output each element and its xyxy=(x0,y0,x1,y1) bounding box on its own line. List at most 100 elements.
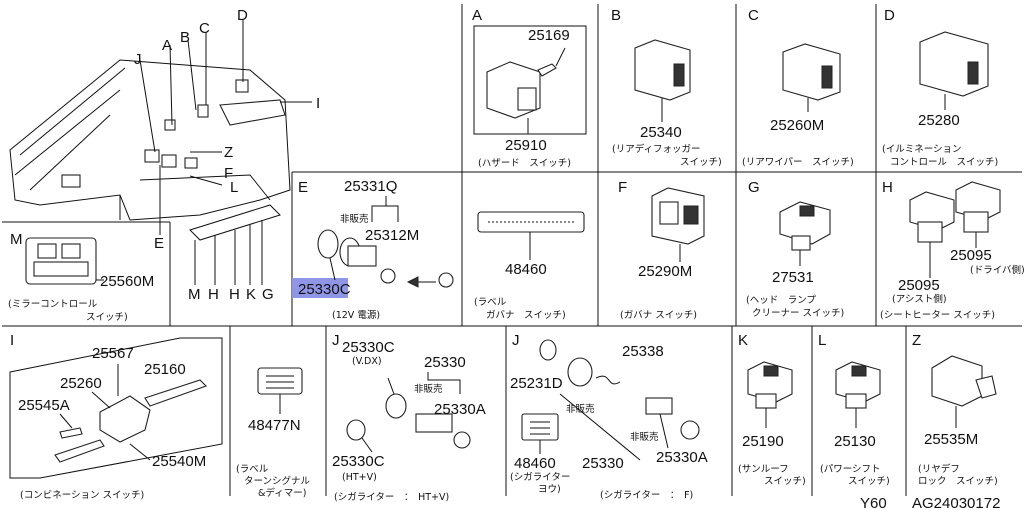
panel-g-headlamp-cleaner-switch: G 27531 (ヘッド ランプ クリーナー スイッチ) xyxy=(746,179,844,319)
panel-i-combination-switch: I 25567 25260 25160 25545A 25540M (コンビネー… xyxy=(9,332,223,501)
part-number: 25330A xyxy=(656,449,708,466)
part-number-highlighted: 25330C xyxy=(298,281,351,298)
part-caption: (ラベル xyxy=(236,464,269,475)
panel-m-mirror-control-switch: M 25560M (ミラーコントロール スイッチ) xyxy=(8,231,154,323)
part-number: 25340 xyxy=(640,124,682,141)
part-number: 25331Q xyxy=(344,178,397,195)
part-number: 25330 xyxy=(424,354,466,371)
part-sub-caption: (V.DX) xyxy=(352,356,382,367)
diagram-code: AG24030172 xyxy=(912,495,1000,510)
overview-letter-b: B xyxy=(180,29,190,46)
part-sub-caption: (HT+V) xyxy=(342,472,377,483)
part-caption: (シートヒーター スイッチ) xyxy=(880,310,995,321)
part-number: 25130 xyxy=(834,433,876,450)
part-caption: (サンルーフ xyxy=(738,464,789,475)
panel-c-rear-wiper-switch: C 25260M (リアワイパー スイッチ) xyxy=(742,7,854,168)
part-caption: (ハザード スイッチ) xyxy=(478,158,571,169)
part-sub-caption: (シガライター xyxy=(510,472,570,483)
part-number: 25330 xyxy=(582,455,624,472)
part-number: 25280 xyxy=(918,112,960,129)
part-number: 25190 xyxy=(742,433,784,450)
part-number: 25169 xyxy=(528,27,570,44)
not-for-sale-note: 非販売 xyxy=(414,383,443,395)
part-number: 25338 xyxy=(622,343,664,360)
overview-letter-d: D xyxy=(237,7,248,24)
panel-z-rear-diff-lock-switch: Z 25535M (リヤデフ ロック スイッチ) xyxy=(912,332,998,487)
overview-letter-j: J xyxy=(134,51,142,68)
overview-letter-c: C xyxy=(199,20,210,37)
part-caption: スイッチ) xyxy=(848,476,890,487)
part-number: 25330C xyxy=(332,453,385,470)
panel-d-illumination-control-switch: D 25280 (イルミネーション コントロール スイッチ) xyxy=(882,7,998,168)
part-caption: スイッチ) xyxy=(86,312,128,323)
part-number: 25095 xyxy=(950,247,992,264)
part-number: 25330C xyxy=(342,339,395,356)
part-caption: コントロール スイッチ) xyxy=(890,157,998,168)
panel-f-governor-switch: F 25290M (ガバナ スイッチ) xyxy=(618,179,705,321)
not-for-sale-note: 非販売 xyxy=(566,403,595,415)
panel-letter: K xyxy=(738,332,748,349)
part-caption: スイッチ) xyxy=(680,157,722,168)
part-number: 27531 xyxy=(772,269,814,286)
part-number: 25095 xyxy=(898,277,940,294)
part-caption: &ディマー) xyxy=(258,487,306,499)
part-caption: (ガバナ スイッチ) xyxy=(620,310,697,321)
part-number: 25567 xyxy=(92,345,134,362)
overview-letter-h1: H xyxy=(208,286,219,303)
model-code: Y60 xyxy=(860,495,887,510)
part-caption: ガバナ スイッチ) xyxy=(486,310,566,321)
overview-letter-e: E xyxy=(154,235,164,252)
part-number: 25535M xyxy=(924,431,978,448)
overview-letter-k: K xyxy=(246,286,256,303)
part-sub-caption: (アシスト側) xyxy=(892,293,947,305)
panel-letter: H xyxy=(882,179,893,196)
panel-letter: A xyxy=(472,7,482,24)
part-caption: (コンビネーション スイッチ) xyxy=(20,490,144,501)
panel-letter: C xyxy=(748,7,759,24)
panel-letter: Z xyxy=(912,332,921,349)
overview-letter-i: I xyxy=(316,95,320,112)
part-caption: ロック スイッチ) xyxy=(918,476,998,487)
part-caption: スイッチ) xyxy=(764,476,806,487)
overview-letter-l: L xyxy=(230,179,238,196)
panel-j-cigarette-lighter-ht-v: J 25330C (V.DX) 25330 非販売 25330A 25330C … xyxy=(332,332,486,503)
panel-label-governor-switch: 48460 (ラベル ガバナ スイッチ) xyxy=(474,211,585,321)
part-caption: (12V 電源) xyxy=(332,310,380,321)
part-number: 25540M xyxy=(152,453,206,470)
part-caption: (イルミネーション xyxy=(882,144,962,155)
part-caption: (リアワイパー スイッチ) xyxy=(742,157,854,168)
part-caption: (シガライター ： F) xyxy=(600,490,693,501)
part-number: 25545A xyxy=(18,397,70,414)
part-number: 25260M xyxy=(770,117,824,134)
part-number: 25160 xyxy=(144,361,186,378)
part-caption: (リヤデフ xyxy=(918,463,960,475)
part-number: 48477N xyxy=(248,417,301,434)
overview-letter-m: M xyxy=(188,286,201,303)
panel-k-sunroof-switch: K 25190 (サンルーフ スイッチ) xyxy=(738,332,806,487)
overview-letter-a: A xyxy=(162,37,172,54)
panel-letter: F xyxy=(618,179,627,196)
panel-j-cigarette-lighter-f: J 25338 25231D 非販売 非販売 48460 25330 25330… xyxy=(510,332,708,501)
part-number: 25290M xyxy=(638,263,692,280)
part-sub-caption: ヨウ) xyxy=(538,484,561,495)
dashboard-overview: J A B C D I Z F L E M H H K G xyxy=(9,7,320,303)
part-number: 25260 xyxy=(60,375,102,392)
panel-a-hazard-switch: A 25169 25910 (ハザード スイッチ) xyxy=(472,7,587,169)
highlight-box xyxy=(292,278,348,298)
part-caption: クリーナー スイッチ) xyxy=(752,308,844,319)
panel-letter: J xyxy=(512,332,520,349)
part-number: 25330A xyxy=(434,401,486,418)
panel-borders xyxy=(2,4,1022,496)
part-caption: (パワーシフト xyxy=(820,464,881,475)
part-number: 48460 xyxy=(505,261,547,278)
overview-letter-h2: H xyxy=(229,286,240,303)
panel-l-power-shift-switch: L 25130 (パワーシフト スイッチ) xyxy=(818,332,890,487)
part-caption: (リアディフォッガー xyxy=(612,143,701,155)
panel-letter: J xyxy=(332,332,340,349)
overview-letter-f: F xyxy=(224,165,233,182)
panel-letter: M xyxy=(10,231,23,248)
part-sub-caption: (ドライバ側) xyxy=(970,264,1024,276)
overview-letter-g: G xyxy=(262,286,274,303)
part-number: 25910 xyxy=(505,137,547,154)
